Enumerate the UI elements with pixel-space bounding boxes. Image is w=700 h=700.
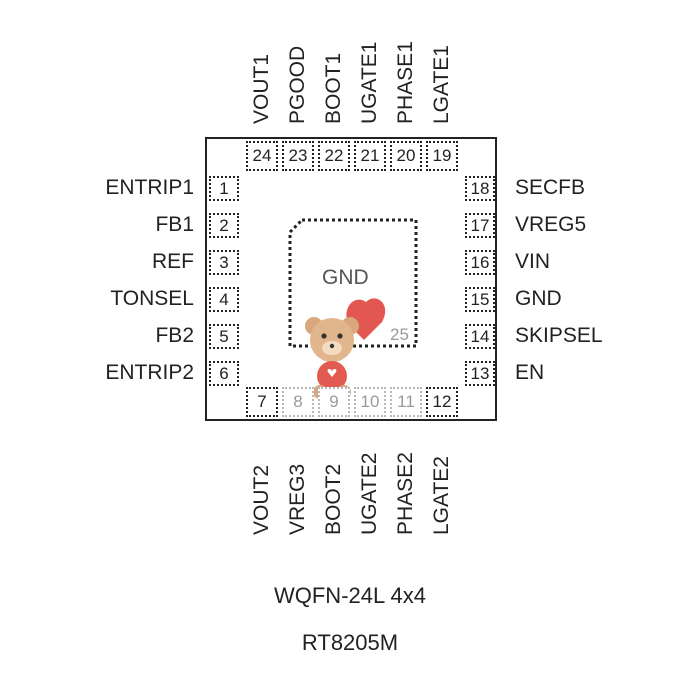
pin-4-pad: 4 [209, 287, 239, 312]
pin-15-pad: 15 [465, 287, 495, 312]
pin-21-pad: 21 [354, 141, 386, 171]
pin-21-label: UGATE1 [358, 41, 381, 124]
pin-15-label: GND [515, 287, 562, 310]
pin-6-label: ENTRIP2 [105, 361, 194, 384]
pin-6-pad: 6 [209, 361, 239, 386]
pin-8-pad: 8 [282, 387, 314, 417]
pin-5-label: FB2 [155, 324, 194, 347]
pin-5-pad: 5 [209, 324, 239, 349]
pin-7-pad: 7 [246, 387, 278, 417]
pin-2-pad: 2 [209, 213, 239, 238]
pin-number: 21 [360, 146, 380, 165]
exposed-pad-label: GND [322, 266, 369, 289]
pin-12-label: LGATE2 [430, 456, 453, 535]
pin-number: 2 [219, 215, 229, 235]
pin-3-pad: 3 [209, 250, 239, 275]
pin-8-label: VREG3 [286, 463, 309, 535]
pin-16-label: VIN [515, 250, 551, 273]
pin-20-label: PHASE1 [394, 41, 417, 124]
pin-16-pad: 16 [465, 250, 495, 275]
pin-23-label: PGOOD [286, 45, 309, 124]
pin-number: 10 [360, 392, 380, 411]
pin-number: 18 [470, 178, 490, 198]
pin-20-pad: 20 [390, 141, 422, 171]
pin-number: 24 [252, 146, 272, 165]
pin-4-label: TONSEL [110, 287, 194, 310]
pin-10-pad: 10 [354, 387, 386, 417]
pin-14-pad: 14 [465, 324, 495, 349]
pin-number: 17 [470, 215, 490, 235]
pin-number: 12 [432, 392, 452, 411]
pin-number: 20 [396, 146, 416, 165]
pin-number: 1 [219, 178, 229, 198]
pin-13-label: EN [515, 361, 545, 384]
pin-12-pad: 12 [426, 387, 458, 417]
pin-1-pad: 1 [209, 176, 239, 201]
pin-number: 15 [470, 289, 490, 309]
pin-number: 23 [288, 146, 308, 165]
pin-17-label: VREG5 [515, 213, 587, 236]
pin-9-label: BOOT2 [322, 463, 345, 535]
pin-22-label: BOOT1 [322, 52, 345, 124]
pin-19-pad: 19 [426, 141, 458, 171]
pin-11-label: PHASE2 [394, 452, 417, 535]
pin-17-pad: 17 [465, 213, 495, 238]
pin-13-pad: 13 [465, 361, 495, 386]
pin-22-pad: 22 [318, 141, 350, 171]
pin-7-label: VOUT2 [250, 464, 273, 535]
pin-18-label: SECFB [515, 176, 586, 199]
pin-24-pad: 24 [246, 141, 278, 171]
pin-number: 11 [397, 392, 415, 411]
ic-package-body [205, 137, 497, 421]
pin-number: 8 [293, 392, 303, 411]
pin-1-label: ENTRIP1 [105, 176, 194, 199]
pin-2-label: FB1 [155, 213, 194, 236]
pin-number: 16 [470, 252, 490, 272]
pin-number: 14 [470, 326, 490, 346]
pin-number: 6 [219, 363, 229, 383]
pin-24-label: VOUT1 [250, 53, 273, 124]
exposed-pad-number: 25 [390, 325, 409, 344]
pin-11-pad: 11 [390, 387, 422, 417]
pin-10-label: UGATE2 [358, 452, 381, 535]
pin-18-pad: 18 [465, 176, 495, 201]
part-number-caption: RT8205M [301, 630, 399, 655]
pin-number: 22 [324, 146, 344, 165]
package-caption: WQFN-24L 4x4 [273, 583, 426, 608]
pin-19-label: LGATE1 [430, 45, 453, 124]
pin-number: 9 [329, 392, 339, 411]
pin-number: 3 [219, 252, 229, 272]
pin-number: 7 [257, 392, 267, 411]
pin-number: 19 [432, 146, 452, 165]
pin-9-pad: 9 [318, 387, 350, 417]
pin-3-label: REF [152, 250, 194, 273]
pin-number: 5 [219, 326, 229, 346]
pin-number: 4 [219, 289, 229, 309]
pin-14-label: SKIPSEL [515, 324, 603, 347]
pin-23-pad: 23 [282, 141, 314, 171]
pin-number: 13 [470, 363, 490, 383]
